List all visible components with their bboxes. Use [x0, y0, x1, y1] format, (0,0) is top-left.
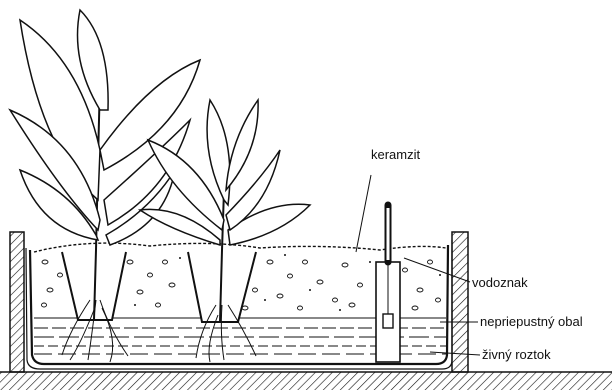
label-vodoznak: vodoznak	[472, 276, 528, 289]
ground-hatching	[0, 372, 612, 390]
water-level-indicator	[376, 205, 400, 362]
label-zivny-roztok: živný roztok	[482, 348, 551, 361]
label-nepriepustny-obal: nepriepustný obal	[480, 315, 583, 328]
roots-left	[62, 300, 128, 362]
label-keramzit: keramzit	[371, 148, 420, 161]
